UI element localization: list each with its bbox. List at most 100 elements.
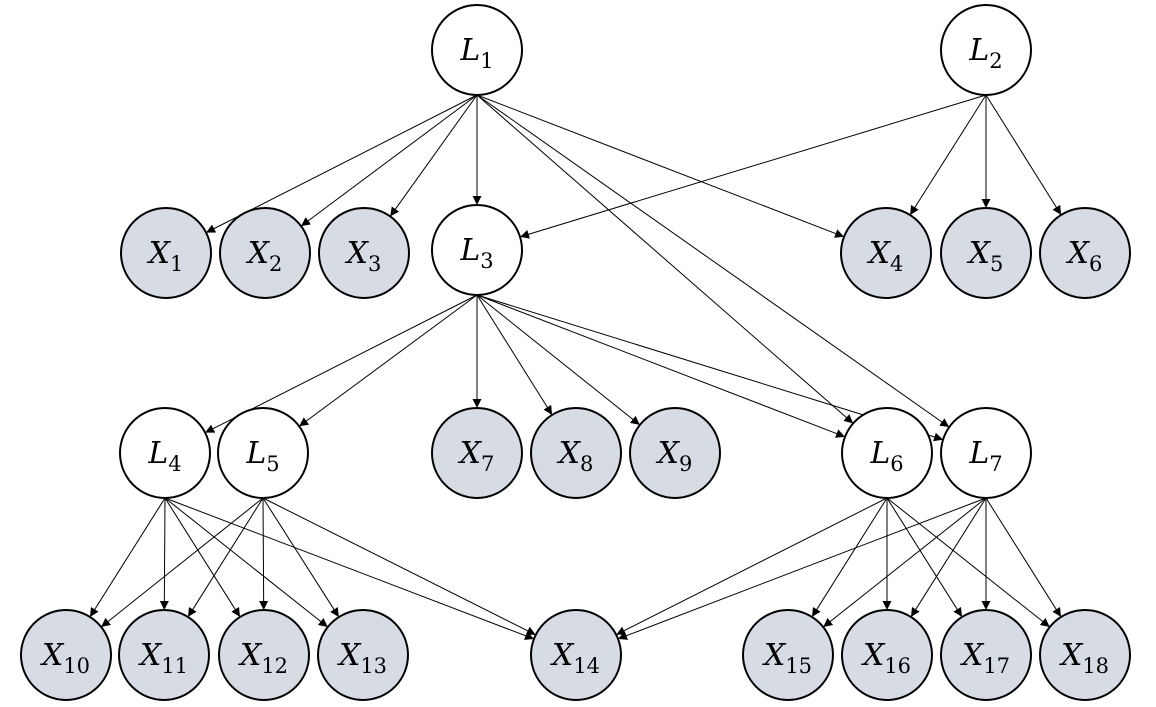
edge-l3-x8 [476, 294, 553, 416]
edge-l5-x11 [187, 497, 264, 618]
edge-l1-l6 [476, 94, 854, 424]
node-label: X10 [40, 638, 90, 678]
node-letter: X [550, 638, 575, 673]
observed-node-circle [940, 207, 1032, 299]
observed-node-circle [1039, 609, 1131, 701]
node-label: L1 [459, 33, 493, 73]
node-letter: X [867, 236, 892, 271]
node-x4: X4 [840, 207, 932, 299]
observed-node-circle [742, 609, 834, 701]
edge-l4-x12 [164, 497, 241, 618]
edge-l5-x13 [262, 497, 340, 618]
node-label: X4 [867, 236, 904, 276]
edge-l7-x16 [910, 497, 987, 618]
node-subscript: 1 [480, 49, 493, 73]
edge-l3-x9 [476, 294, 641, 426]
node-letter: X [1066, 236, 1091, 271]
edge-l1-x2 [300, 94, 478, 227]
edge-l3-l5 [298, 294, 478, 427]
node-l1: L1 [431, 4, 523, 96]
edge-l1-x3 [389, 94, 478, 217]
edge-l2-x4 [909, 94, 987, 216]
node-letter: X [147, 236, 172, 271]
node-x6: X6 [1039, 207, 1131, 299]
node-subscript: 7 [481, 452, 494, 476]
node-label: X11 [138, 638, 188, 678]
node-letter: X [967, 236, 992, 271]
edge-l6-x17 [886, 497, 963, 618]
observed-node-circle [318, 207, 410, 299]
observed-node-circle [118, 609, 210, 701]
node-x12: X12 [218, 609, 310, 701]
node-label: L3 [459, 233, 493, 273]
node-label: X14 [550, 638, 600, 678]
latent-node-circle [940, 4, 1032, 96]
node-letter: L [968, 33, 989, 68]
observed-node-circle [840, 207, 932, 299]
node-letter: L [459, 233, 480, 268]
node-l4: L4 [119, 407, 211, 499]
node-label: X2 [246, 236, 283, 276]
node-x18: X18 [1039, 609, 1131, 701]
observed-node-circle [629, 407, 721, 499]
edge-l4-x11 [159, 497, 169, 611]
node-x3: X3 [318, 207, 410, 299]
node-subscript: 13 [360, 654, 387, 678]
edge-l5-x14 [262, 497, 537, 636]
latent-node-circle [940, 407, 1032, 499]
node-label: L2 [968, 33, 1002, 73]
observed-node-circle [218, 609, 310, 701]
node-label: X15 [762, 638, 812, 678]
node-subscript: 16 [884, 654, 911, 678]
edge-l7-x14 [617, 497, 987, 640]
node-x8: X8 [530, 407, 622, 499]
node-x1: X1 [120, 207, 212, 299]
node-l7: L7 [940, 407, 1032, 499]
observed-node-circle [530, 609, 622, 701]
node-subscript: 5 [990, 252, 1003, 276]
node-x2: X2 [219, 207, 311, 299]
node-subscript: 2 [269, 252, 282, 276]
edge-l7-x15 [822, 497, 987, 628]
latent-node-circle [217, 407, 309, 499]
edge-l2-l3 [519, 94, 987, 239]
node-x14: X14 [530, 609, 622, 701]
node-subscript: 15 [785, 654, 812, 678]
edge-l5-x12 [259, 497, 269, 611]
node-subscript: 18 [1082, 654, 1109, 678]
latent-node-circle [119, 407, 211, 499]
node-letter: X [1059, 638, 1084, 673]
node-label: X7 [458, 436, 495, 476]
node-l3: L3 [431, 204, 523, 296]
node-x17: X17 [940, 609, 1032, 701]
node-subscript: 3 [480, 249, 493, 273]
node-subscript: 1 [170, 252, 183, 276]
node-x5: X5 [940, 207, 1032, 299]
node-subscript: 5 [266, 452, 279, 476]
node-label: X6 [1066, 236, 1103, 276]
node-subscript: 17 [983, 654, 1010, 678]
node-label: X8 [557, 436, 594, 476]
node-subscript: 12 [261, 654, 288, 678]
node-subscript: 4 [168, 452, 181, 476]
node-subscript: 7 [989, 452, 1002, 476]
node-subscript: 14 [573, 654, 600, 678]
node-letter: X [337, 638, 362, 673]
node-label: X17 [960, 638, 1010, 678]
node-letter: X [246, 236, 271, 271]
node-l5: L5 [217, 407, 309, 499]
latent-node-circle [431, 204, 523, 296]
observed-node-circle [20, 609, 112, 701]
node-label: X1 [147, 236, 184, 276]
edge-l2-x6 [985, 94, 1062, 216]
observed-node-circle [940, 609, 1032, 701]
node-label: X9 [656, 436, 693, 476]
node-label: L7 [968, 436, 1002, 476]
node-label: X13 [337, 638, 387, 678]
node-x7: X7 [431, 407, 523, 499]
node-letter: X [762, 638, 787, 673]
node-letter: L [459, 33, 480, 68]
node-letter: L [245, 436, 266, 471]
node-letter: X [960, 638, 985, 673]
